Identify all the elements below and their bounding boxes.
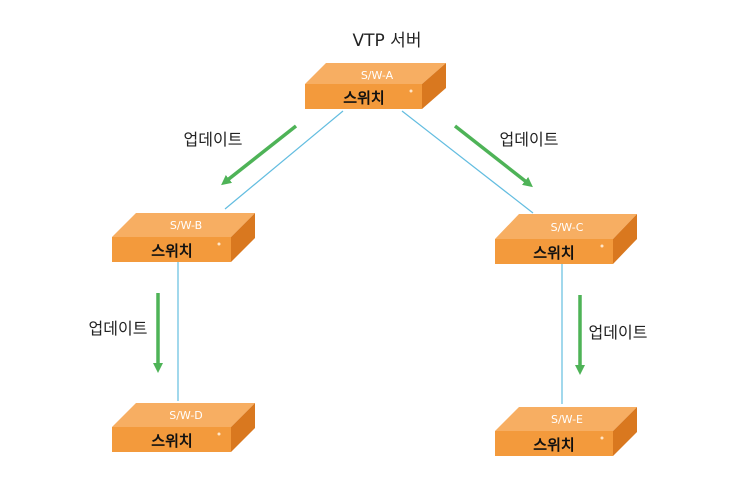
switch-c-side bbox=[613, 214, 637, 264]
switch-a-top bbox=[305, 63, 446, 84]
switch-a: S/W-A 스위치 bbox=[305, 63, 446, 109]
switch-c-label: 스위치 bbox=[533, 244, 574, 262]
update-arrows bbox=[153, 124, 585, 375]
switch-c-name: S/W-C bbox=[551, 221, 584, 234]
update-label-b-d: 업데이트 bbox=[89, 319, 148, 338]
switch-e: S/W-E 스위치 bbox=[495, 407, 637, 456]
switch-d-top bbox=[112, 403, 255, 427]
switch-a-label: 스위치 bbox=[343, 89, 384, 107]
switch-c: S/W-C 스위치 bbox=[495, 214, 637, 264]
switch-d-side bbox=[231, 403, 255, 452]
switch-a-led bbox=[409, 89, 413, 93]
switch-b-side bbox=[231, 213, 255, 262]
switch-b-front bbox=[112, 237, 231, 262]
switch-a-side bbox=[422, 63, 446, 109]
switch-e-side bbox=[613, 407, 637, 456]
switch-d: S/W-D 스위치 bbox=[112, 403, 255, 452]
switch-b-led bbox=[217, 242, 221, 246]
switch-d-label: 스위치 bbox=[151, 432, 192, 450]
switch-e-label: 스위치 bbox=[533, 436, 574, 454]
switch-b-name: S/W-B bbox=[170, 219, 202, 232]
switch-d-front bbox=[112, 427, 231, 452]
vtp-server-title: VTP 서버 bbox=[353, 31, 422, 51]
switch-a-front bbox=[305, 84, 422, 109]
switch-d-led bbox=[217, 432, 221, 436]
update-label-a-b: 업데이트 bbox=[184, 130, 243, 149]
switch-e-name: S/W-E bbox=[551, 413, 583, 426]
arrow-update-a-c bbox=[453, 124, 533, 188]
switch-d-name: S/W-D bbox=[169, 409, 203, 422]
switch-c-led bbox=[600, 244, 604, 248]
switch-b-label: 스위치 bbox=[151, 242, 192, 260]
link-a-c bbox=[401, 110, 534, 214]
switch-a-name: S/W-A bbox=[361, 69, 394, 82]
link-a-b bbox=[224, 110, 344, 210]
switch-e-led bbox=[600, 436, 604, 440]
switch-b-top bbox=[112, 213, 255, 237]
switch-c-top bbox=[495, 214, 637, 239]
switch-e-top bbox=[495, 407, 637, 431]
update-label-a-c: 업데이트 bbox=[500, 130, 559, 149]
update-label-c-e: 업데이트 bbox=[589, 323, 648, 342]
switch-e-front bbox=[495, 431, 613, 456]
switch-c-front bbox=[495, 239, 613, 264]
switch-b: S/W-B 스위치 bbox=[112, 213, 255, 262]
links bbox=[177, 110, 563, 404]
arrow-update-a-b bbox=[221, 124, 298, 186]
